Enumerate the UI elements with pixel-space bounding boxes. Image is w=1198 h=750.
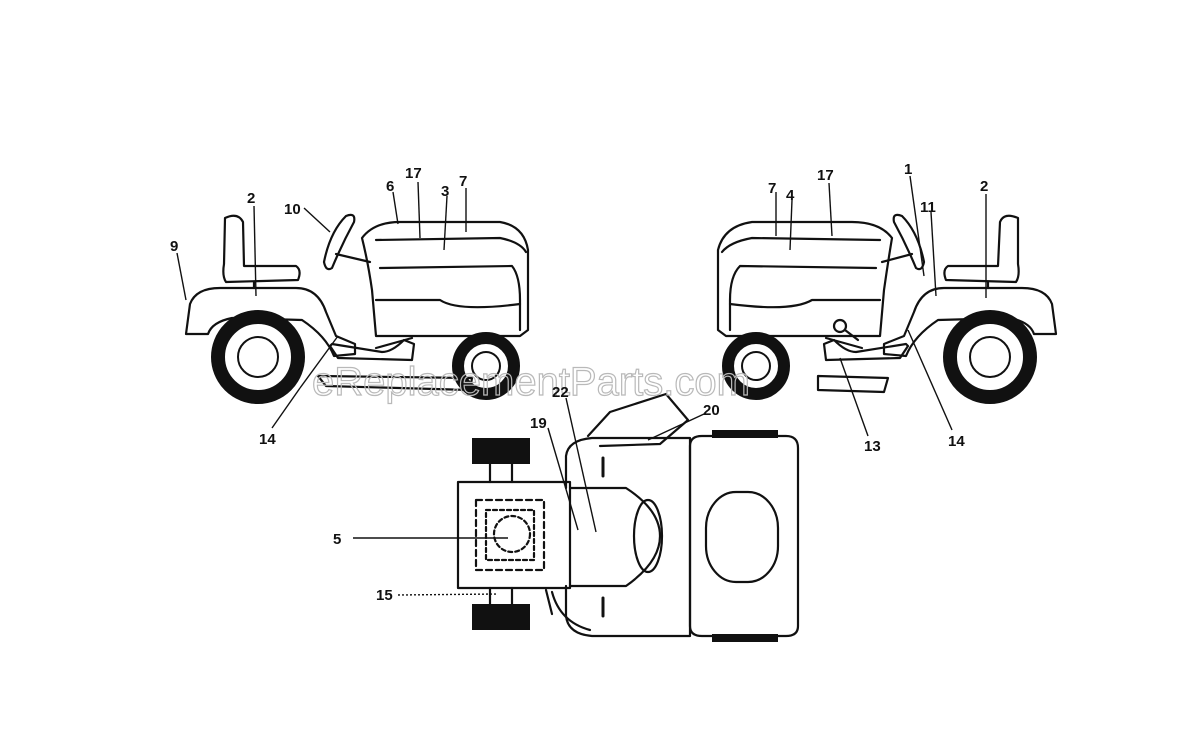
callout-9: 9 [170, 238, 178, 255]
callout-2: 2 [247, 190, 255, 207]
discharge-chute [586, 392, 690, 448]
callout-13: 13 [864, 438, 881, 455]
rear-tire-bottom [472, 604, 530, 630]
hood [360, 220, 530, 338]
callout-1: 1 [904, 161, 912, 178]
watermark: eReplacementParts.com [312, 360, 750, 404]
callout-6: 6 [386, 178, 394, 195]
leader-lines [176, 175, 987, 596]
mower-deck [816, 374, 890, 394]
top-view [456, 392, 800, 642]
front-wheel [722, 332, 790, 400]
callout-17: 17 [817, 167, 834, 184]
callout-7: 7 [768, 180, 776, 197]
deck-outline [564, 436, 692, 638]
left-side-view [184, 213, 530, 404]
seat [943, 214, 1020, 284]
rear-wheel [211, 310, 305, 404]
rear-wheel [943, 310, 1037, 404]
callout-14: 14 [259, 431, 276, 448]
front-wheel [452, 332, 520, 400]
callout-7: 7 [459, 173, 467, 190]
callout-20: 20 [703, 402, 720, 419]
callout-3: 3 [441, 183, 449, 200]
steering-wheel [322, 213, 356, 271]
callout-22: 22 [552, 384, 569, 401]
rear-body [456, 480, 572, 590]
callout-11: 11 [920, 199, 936, 216]
callout-10: 10 [284, 201, 301, 218]
seat [222, 214, 301, 284]
footrest [328, 338, 416, 362]
callout-4: 4 [786, 187, 795, 204]
rear-tire-top [472, 438, 530, 464]
callout-14: 14 [948, 433, 965, 450]
footrest [822, 338, 910, 362]
callout-19: 19 [530, 415, 547, 432]
callout-17: 17 [405, 165, 422, 182]
right-side-view [716, 213, 1058, 404]
steering-wheel [892, 213, 926, 271]
callout-15: 15 [376, 587, 393, 604]
callout-5: 5 [333, 531, 341, 548]
hood-top [688, 434, 800, 638]
rear-fender [184, 286, 357, 358]
hood [716, 220, 894, 338]
callout-2: 2 [980, 178, 988, 195]
